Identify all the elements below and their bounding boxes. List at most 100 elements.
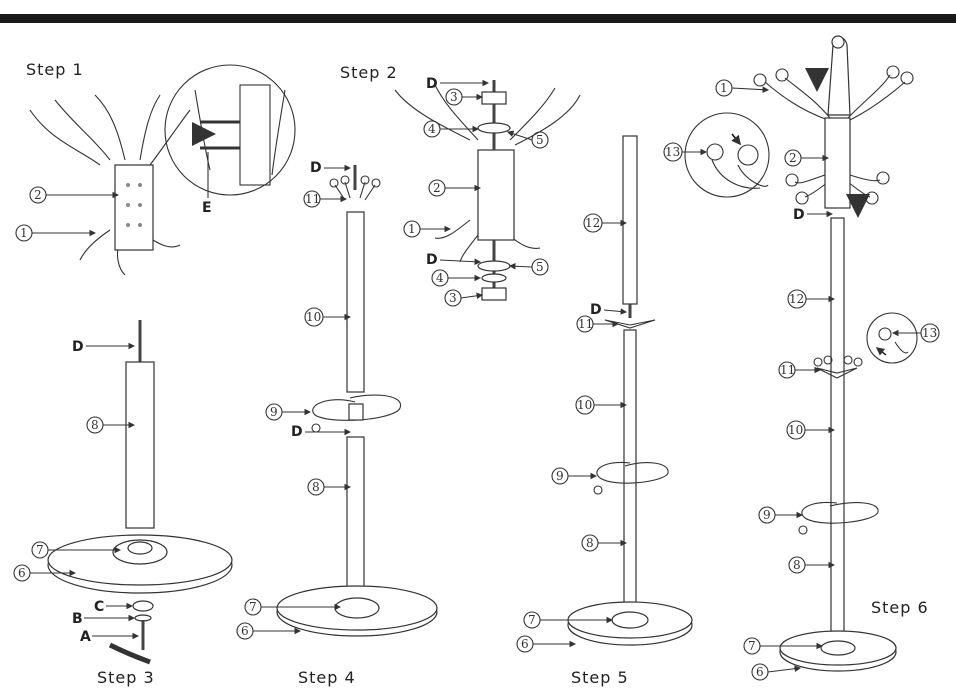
step2-callout-2: 2 xyxy=(428,179,482,197)
step6-callout-7: 7 xyxy=(743,637,824,655)
step3-callout-8: 8 xyxy=(86,416,136,434)
svg-text:5: 5 xyxy=(536,133,544,147)
step3-allen-key xyxy=(108,642,151,665)
step2-top-nut xyxy=(481,91,507,105)
step6-callout-11: 11 xyxy=(778,361,822,379)
svg-text:12: 12 xyxy=(789,292,804,306)
step3-callout-7: 7 xyxy=(31,541,122,559)
svg-text:9: 9 xyxy=(763,508,771,522)
svg-text:D: D xyxy=(291,424,303,440)
step6-label-d: D xyxy=(793,207,834,223)
step6-title: Step 6 xyxy=(871,598,929,617)
svg-text:12: 12 xyxy=(585,216,600,230)
svg-text:8: 8 xyxy=(91,418,99,432)
step6-callout-6: 6 xyxy=(751,663,802,681)
svg-text:11: 11 xyxy=(578,317,593,331)
step2-bottom-lock-washer xyxy=(481,273,507,283)
step3-label-a: A xyxy=(80,629,140,645)
step6-callout-10: 10 xyxy=(786,420,836,440)
step6-top-finial xyxy=(827,36,851,116)
step4-callout-6: 6 xyxy=(236,622,302,640)
step5-callout-12: 12 xyxy=(583,213,628,233)
svg-text:13: 13 xyxy=(922,326,937,340)
step5-hook-collar xyxy=(604,319,656,329)
step4-bottom-tube xyxy=(346,436,365,608)
svg-text:2: 2 xyxy=(789,151,797,165)
step4-panel: Step 4 D 11 10 9 xyxy=(236,160,438,687)
step1-detail-circle xyxy=(164,64,296,196)
svg-text:13: 13 xyxy=(665,145,680,159)
label-e: E xyxy=(202,200,212,216)
step3-label-b: B xyxy=(72,611,136,627)
step6-detail-large-content xyxy=(706,143,769,189)
svg-text:6: 6 xyxy=(756,665,764,679)
svg-text:D: D xyxy=(426,252,438,268)
svg-text:8: 8 xyxy=(586,536,594,550)
step3-title: Step 3 xyxy=(97,668,155,687)
step6-callout-2: 2 xyxy=(784,149,830,167)
svg-text:4: 4 xyxy=(428,122,436,136)
step1-hooks xyxy=(29,94,191,276)
svg-text:2: 2 xyxy=(34,188,42,202)
svg-text:D: D xyxy=(426,76,438,92)
step2-title: Step 2 xyxy=(340,63,398,82)
step4-middle-tube xyxy=(346,211,365,393)
svg-text:D: D xyxy=(590,302,602,318)
step2-callout-5-top: 5 xyxy=(506,130,549,149)
step1-title: Step 1 xyxy=(26,60,84,79)
step4-callout-11: 11 xyxy=(303,190,348,208)
svg-text:D: D xyxy=(793,207,805,223)
step6-detail-small-arrow xyxy=(875,347,887,356)
svg-text:11: 11 xyxy=(780,363,795,377)
step6-callout-13-top: 13 xyxy=(663,142,708,162)
step1-callout-2: 2 xyxy=(29,186,120,204)
step5-panel: Step 5 12 D 11 10 9 8 xyxy=(516,135,693,687)
step4-callout-10: 10 xyxy=(304,307,352,327)
step2-bottom-washer xyxy=(477,260,511,272)
step4-hook-collar xyxy=(329,175,381,201)
step6-detail-circle-small xyxy=(866,312,918,364)
svg-text:D: D xyxy=(72,339,84,355)
step1-hub xyxy=(114,164,154,251)
svg-text:B: B xyxy=(72,611,83,627)
svg-text:3: 3 xyxy=(449,291,457,305)
step2-label-d-top: D xyxy=(426,76,490,92)
step5-base-cap xyxy=(611,611,649,629)
step5-lower-tube xyxy=(623,329,637,611)
step2-callout-1: 1 xyxy=(403,220,452,238)
step6-drip-ring xyxy=(801,501,879,524)
step5-title: Step 5 xyxy=(571,668,629,687)
step4-connector xyxy=(348,403,364,421)
step2-bottom-nut xyxy=(481,287,507,301)
svg-text:C: C xyxy=(94,599,104,615)
step6-base-cap xyxy=(820,640,856,656)
step2-top-washer xyxy=(477,122,511,134)
step4-callout-8: 8 xyxy=(307,478,352,496)
svg-text:5: 5 xyxy=(536,260,544,274)
step4-drip-ring-end xyxy=(311,423,321,433)
step5-label-d: D xyxy=(590,302,628,318)
step3-panel: Step 3 D 8 7 6 C B xyxy=(13,320,233,687)
step6-drip-ring-end xyxy=(798,525,808,535)
step6-callout-8: 8 xyxy=(788,556,836,574)
svg-text:7: 7 xyxy=(748,639,756,653)
svg-text:2: 2 xyxy=(433,181,441,195)
step6-hub xyxy=(824,117,851,209)
step2-callout-5-bottom: 5 xyxy=(508,258,549,276)
step4-base-cap xyxy=(334,597,380,619)
step6-hooks xyxy=(753,65,914,205)
step1-panel: Step 1 E xyxy=(15,60,296,276)
step4-callout-7: 7 xyxy=(244,598,342,616)
svg-text:10: 10 xyxy=(788,423,803,437)
svg-text:D: D xyxy=(310,160,322,176)
svg-text:6: 6 xyxy=(521,637,529,651)
step3-bottom-tube xyxy=(125,361,155,529)
top-border-bar xyxy=(0,14,956,23)
svg-text:1: 1 xyxy=(408,222,416,236)
step6-callout-9: 9 xyxy=(758,506,804,524)
step2-label-d-bottom: D xyxy=(426,252,482,268)
step3-label-d: D xyxy=(72,339,136,355)
step6-detail-large-arrow xyxy=(731,133,741,146)
step5-callout-9: 9 xyxy=(551,467,598,485)
